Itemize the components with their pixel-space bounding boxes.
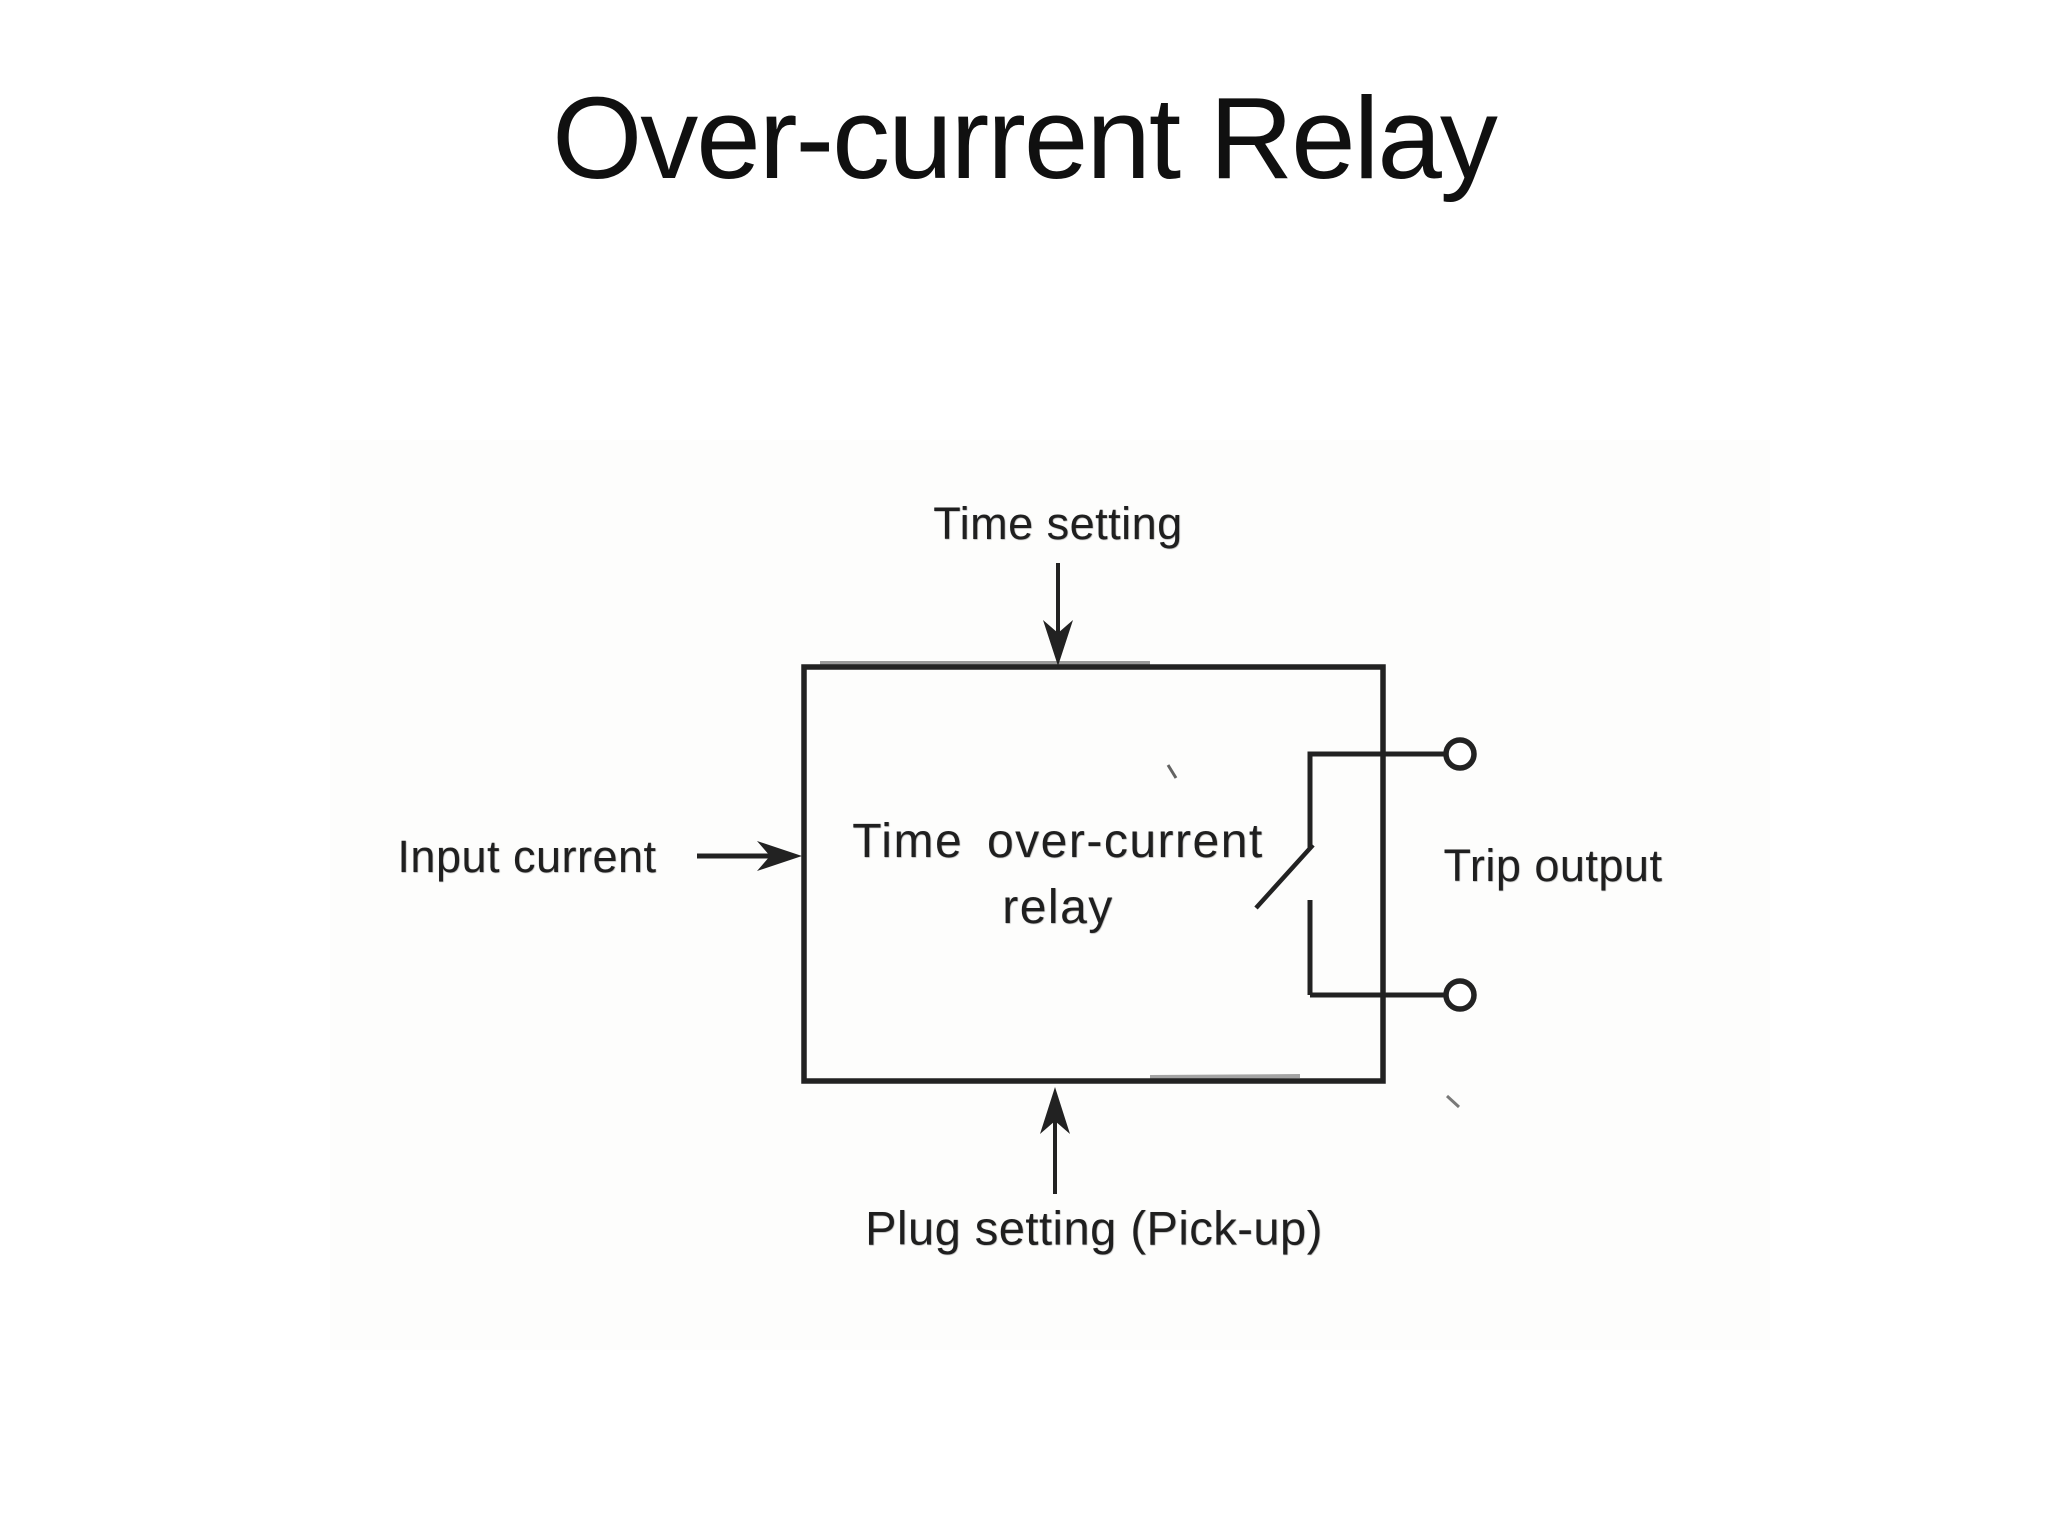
trip-terminal-top-circle <box>1443 737 1477 771</box>
relay-box <box>801 664 1386 1084</box>
scanned-figure-area <box>330 440 1770 1350</box>
trip-terminal-bottom-circle <box>1443 978 1477 1012</box>
scan-artifact-tick-upper <box>1166 764 1178 779</box>
input-current-arrowhead-icon <box>757 841 802 871</box>
relay-box-label-line2: relay <box>1002 881 1114 934</box>
plug-setting-label: Plug setting (Pick-up) <box>865 1201 1323 1255</box>
plug-setting-arrowhead-icon <box>1040 1087 1070 1134</box>
switch-upper-contact <box>1307 751 1444 849</box>
trip-output-label: Trip output <box>1443 840 1663 891</box>
time-setting-label: Time setting <box>933 498 1183 549</box>
scan-artifact-tick-lower <box>1445 1094 1461 1109</box>
relay-box-label-line1: Time over-current <box>852 815 1264 868</box>
scan-smudge-bottom-edge <box>1149 1074 1301 1079</box>
slide-title: Over-current Relay <box>552 73 1498 203</box>
relay-box-label: Time over-current relay <box>852 809 1263 941</box>
switch-blade <box>1254 843 1315 910</box>
input-current-label: Input current <box>397 831 657 882</box>
time-setting-arrowhead-icon <box>1043 620 1073 666</box>
